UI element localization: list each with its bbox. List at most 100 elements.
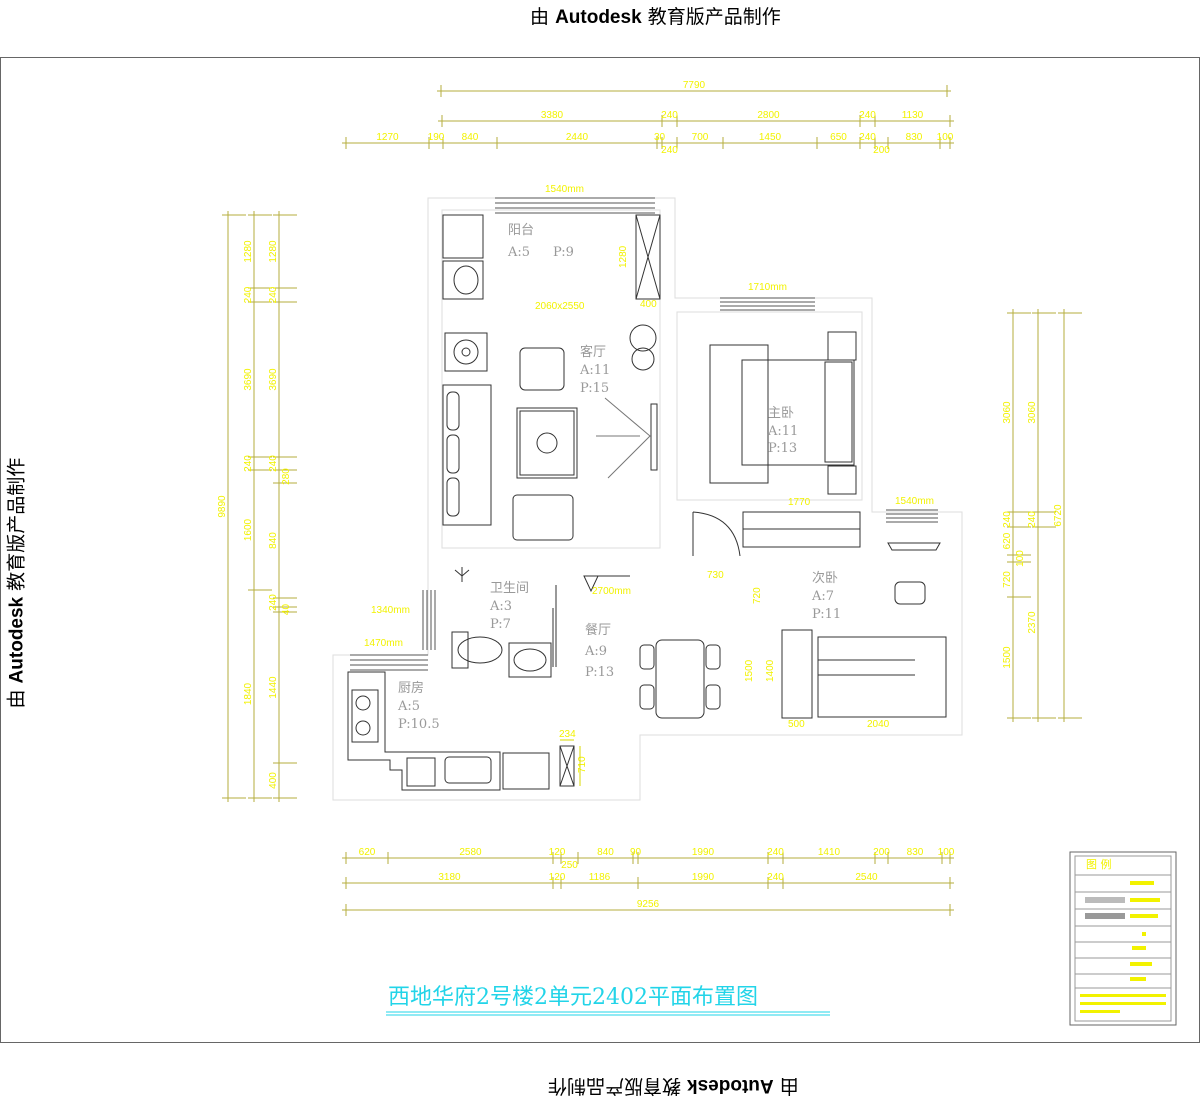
room-name: 厨房: [398, 680, 424, 696]
room-perimeter: P:10.5: [398, 717, 440, 732]
nightstand-2: [827, 465, 857, 495]
toilet-tank: [451, 631, 469, 669]
dimension-label: 90: [630, 847, 642, 858]
dimension-label: 620: [1002, 532, 1013, 549]
room-area: A:3: [489, 599, 512, 614]
nightstand: [827, 331, 857, 361]
dimension-label: 3690: [243, 368, 254, 391]
dimension-label: 200: [873, 145, 890, 156]
room-master-bedroom: 主卧A:11P:13: [767, 406, 798, 456]
kitchen-counter: [347, 671, 501, 791]
ceiling-height: 2700mm: [592, 586, 631, 597]
sofa: [442, 384, 492, 526]
dimension-label: 6720: [1053, 504, 1064, 527]
wardrobe-2: [781, 629, 813, 719]
bath-window-width: 1340mm: [371, 605, 410, 616]
bed: [741, 359, 855, 466]
dimension-label: 1270: [376, 132, 399, 143]
dimension-label: 9256: [637, 899, 660, 910]
chair: [894, 581, 926, 605]
washing-machine: [442, 214, 484, 259]
dimension-label: 240: [767, 872, 784, 883]
drawing-border: [0, 57, 1200, 1043]
dimension-label: 240: [1002, 511, 1013, 528]
furniture: [347, 214, 947, 791]
single-bed: [817, 636, 947, 718]
dimension-label: 240: [859, 132, 876, 143]
second-bedroom-height-2: 1400: [765, 659, 776, 682]
room-name: 餐厅: [585, 622, 611, 638]
kitchen-sink: [444, 756, 492, 784]
balcony-sink: [442, 260, 484, 300]
rug: [709, 344, 769, 484]
watermark-brand: Autodesk: [555, 7, 642, 28]
room-area: A:11: [579, 363, 610, 378]
dimension-label: 240: [268, 455, 279, 472]
dimension-label: 1130: [902, 110, 924, 121]
dimension-label: 100: [937, 132, 954, 143]
dimension-label: 840: [462, 132, 479, 143]
dimension-label: 100: [938, 847, 955, 858]
room-kitchen: 厨房 A:5P:10.5: [397, 680, 440, 732]
second-bedroom-height-1: 1500: [744, 659, 755, 682]
second-bedroom-width-1: 500: [788, 719, 805, 730]
room-name: 主卧: [768, 406, 794, 421]
dimension-label: 2800: [757, 110, 780, 121]
room-perimeter: P:13: [585, 665, 614, 680]
room-area: A:5: [397, 699, 420, 714]
cabinet-height: 1280: [618, 245, 629, 268]
dimension-label: 1440: [268, 676, 279, 699]
dimension-label: 1990: [692, 872, 715, 883]
door-height: 720: [752, 587, 763, 604]
dimension-label: 1990: [692, 847, 715, 858]
cabinet-width: 400: [640, 299, 657, 310]
door: [692, 511, 741, 557]
watermark-top: 由 Autodesk 教育版产品制作: [530, 2, 781, 29]
dimension-label: 100: [1015, 550, 1026, 567]
dimension-label: 120: [549, 872, 566, 883]
dimension-label: 200: [873, 847, 890, 858]
dimension-label: 240: [243, 286, 254, 303]
dimension-label: 840: [268, 532, 279, 549]
wardrobe-width: 1770: [788, 497, 811, 508]
annotations: 1540mm 2060x2550 1280 400 1710mm 1770 15…: [364, 184, 934, 786]
dimension-label: 250: [561, 860, 578, 871]
second-window-width: 1540mm: [895, 496, 934, 507]
dimension-label: 40: [281, 604, 292, 616]
dimension-label: 2540: [855, 872, 878, 883]
flue: [559, 745, 575, 787]
side-table: [444, 332, 488, 372]
dimension-label: 2370: [1027, 611, 1038, 634]
dimension-label: 720: [1002, 571, 1013, 588]
dimension-label: 30: [654, 132, 666, 143]
dimension-label: 1840: [243, 682, 254, 705]
dimension-label: 1280: [243, 240, 254, 263]
room-name: 卫生间: [490, 581, 529, 596]
legend-hatch-1: [1085, 897, 1125, 903]
dining-table: [655, 639, 705, 719]
flue-dimension-lines: [560, 739, 581, 786]
dimension-label: 190: [428, 132, 445, 143]
dimension-label: 1600: [243, 518, 254, 541]
walls: [332, 197, 963, 801]
dimension-label: 3060: [1002, 401, 1013, 424]
room-area: A:11: [767, 424, 798, 439]
dimension-label: 280: [281, 468, 292, 485]
watermark-suffix: 教育版产品制作: [647, 6, 781, 28]
dimension-label: 240: [1027, 511, 1038, 528]
dimension-label: 2580: [459, 847, 482, 858]
dimension-label: 7790: [683, 80, 706, 91]
balcony-window-width: 1540mm: [545, 184, 584, 195]
room-name: 次卧: [812, 570, 838, 586]
room-second-bedroom: 次卧A:7P:11: [811, 570, 841, 622]
room-perimeter: P:11: [812, 607, 841, 622]
plant: [629, 324, 657, 352]
room-perimeter: P:15: [580, 381, 609, 396]
dimension-label: 240: [767, 847, 784, 858]
room-living: 客厅A:11P:15: [579, 344, 610, 396]
dimension-label: 120: [549, 847, 566, 858]
fridge-space: [406, 757, 436, 787]
